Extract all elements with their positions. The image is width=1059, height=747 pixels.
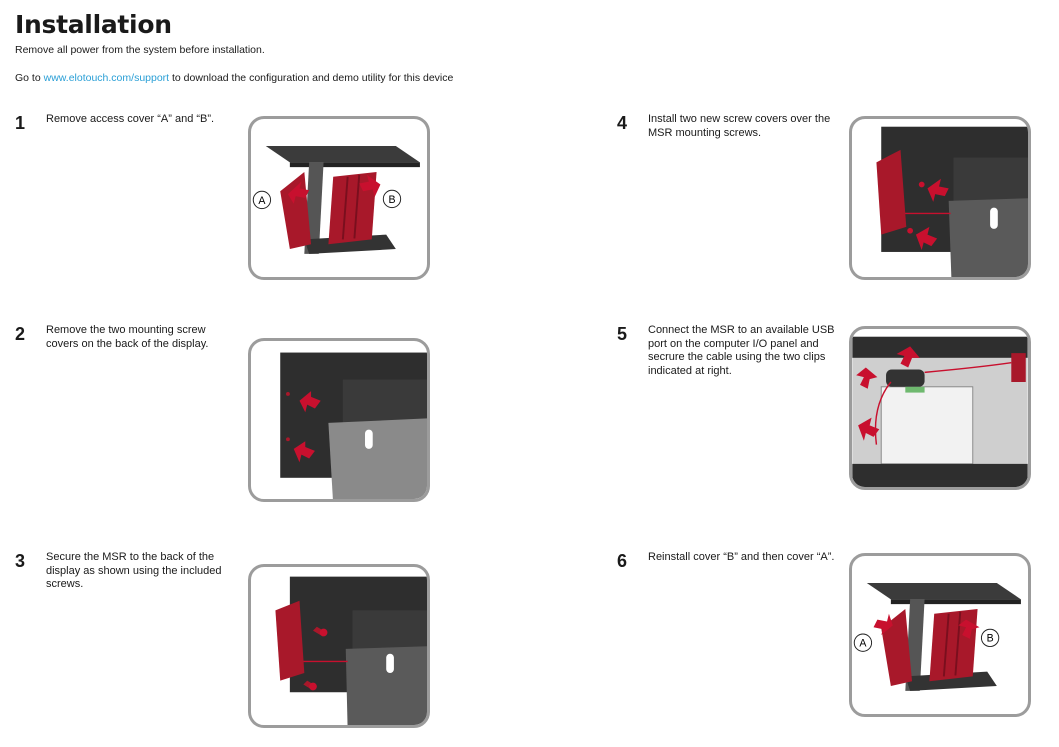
power-warning: Remove all power from the system before … xyxy=(15,44,265,56)
support-line: Go to www.elotouch.com/support to downlo… xyxy=(15,72,453,84)
arrow-icon xyxy=(287,181,310,204)
step-5-illustration xyxy=(849,326,1031,490)
step-3-illustration xyxy=(248,564,430,728)
step-number: 2 xyxy=(15,324,26,344)
step-text: Remove access cover “A” and “B”. xyxy=(46,113,215,125)
step-number: 3 xyxy=(15,551,26,571)
step-number: 5 xyxy=(617,324,628,344)
step-number: 6 xyxy=(617,551,628,571)
step-6-illustration: A B xyxy=(849,553,1031,717)
page-title: Installation xyxy=(15,10,172,39)
step-text: Remove the two mounting screw covers on … xyxy=(46,324,209,350)
callout-a: A xyxy=(258,195,266,207)
arrow-icon xyxy=(293,441,315,463)
arrow-icon xyxy=(856,367,878,389)
step-number: 4 xyxy=(617,113,628,133)
arrow-icon xyxy=(915,226,938,251)
step-text: Install two new screw covers over the MS… xyxy=(648,113,831,139)
support-link[interactable]: www.elotouch.com/support xyxy=(43,72,170,84)
step-text: Connect the MSR to an available USB port… xyxy=(648,324,835,377)
step-4-illustration xyxy=(849,116,1031,280)
support-prefix: Go to xyxy=(15,72,44,84)
step-2-illustration xyxy=(248,338,430,502)
arrow-icon xyxy=(858,417,880,441)
arrow-icon xyxy=(873,613,893,635)
callout-b: B xyxy=(388,194,395,206)
arrow-icon xyxy=(927,178,949,202)
arrow-icon xyxy=(299,391,321,413)
arrow-icon xyxy=(359,174,381,198)
step-1-illustration: A B xyxy=(248,116,430,280)
arrow-icon xyxy=(896,346,920,368)
step-number: 1 xyxy=(15,113,26,133)
step-text: Secure the MSR to the back of the displa… xyxy=(46,551,222,590)
arrow-icon xyxy=(958,619,980,639)
callout-a: A xyxy=(859,638,867,650)
support-suffix: to download the configuration and demo u… xyxy=(169,72,454,84)
callout-b: B xyxy=(987,633,994,645)
step-text: Reinstall cover “B” and then cover “A”. xyxy=(648,551,835,563)
